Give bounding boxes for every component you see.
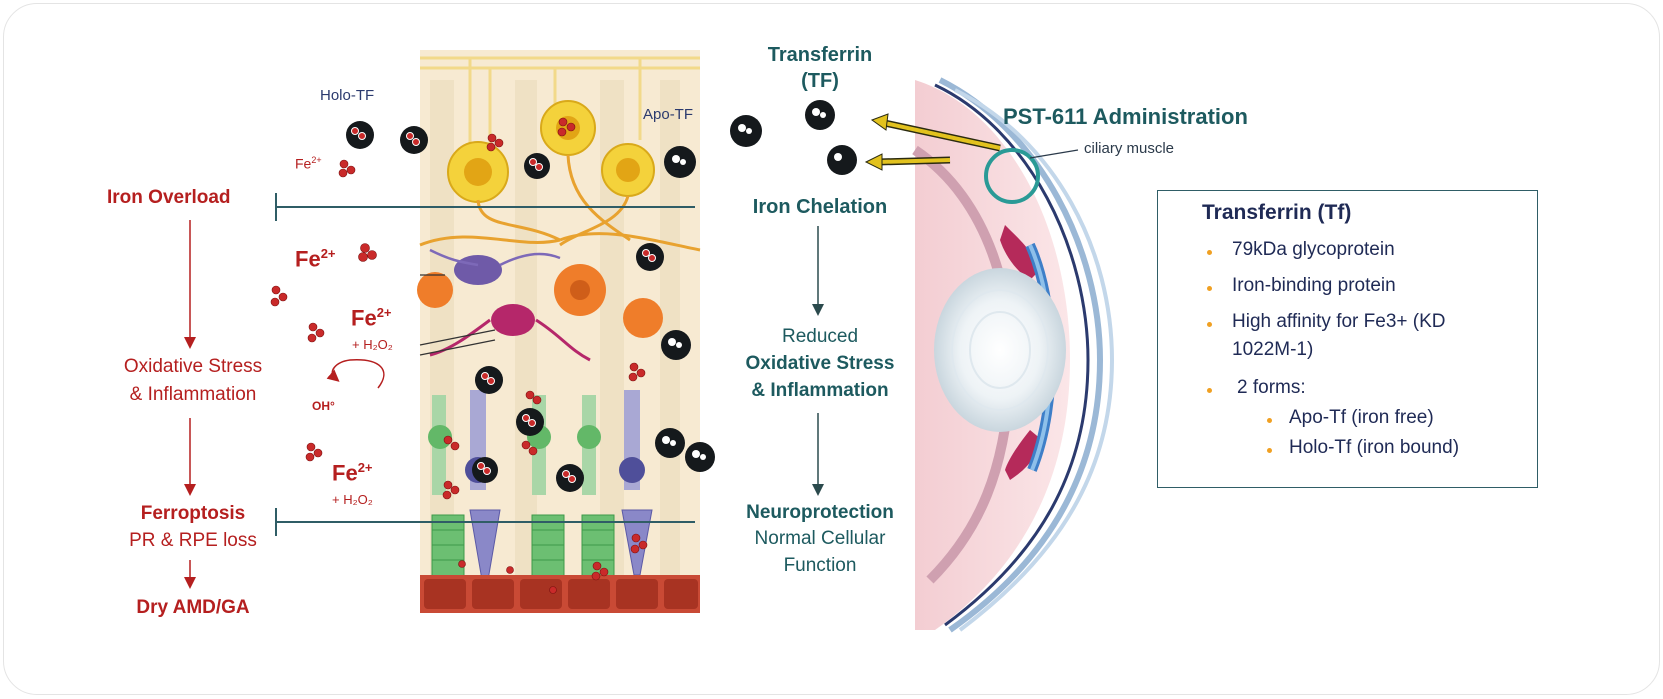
- transferrin-molecules: [346, 100, 857, 492]
- info-item-iron-binding: Iron-binding protein: [1232, 275, 1396, 296]
- transferrin-info-box: Transferrin (Tf) 79kDa glycoprotein Iron…: [1157, 190, 1538, 488]
- holo-tf-label: Holo-TF: [320, 87, 375, 104]
- bullet-icon: [1207, 286, 1212, 291]
- info-item-affinity-line1: High affinity for Fe3+ (KD: [1232, 311, 1446, 332]
- ciliary-muscle-label: ciliary muscle: [1084, 140, 1175, 157]
- reduced-oxidative-label: Oxidative Stress: [745, 353, 895, 374]
- tf-abbrev-label: (TF): [801, 70, 839, 92]
- bullet-icon: [1267, 418, 1272, 423]
- apo-tf-label: Apo-TF: [643, 106, 694, 123]
- normal-cellular-label: Normal Cellular: [754, 528, 886, 549]
- fe-label-1: Fe2+: [295, 246, 336, 272]
- function-label: Function: [783, 555, 857, 576]
- eye-illustration: [912, 77, 1115, 633]
- info-subitem-apo: Apo-Tf (iron free): [1289, 407, 1434, 428]
- bullet-icon: [1267, 448, 1272, 453]
- retina-illustration: [417, 50, 701, 613]
- ferroptosis-label: Ferroptosis: [140, 503, 246, 524]
- info-item-glycoprotein: 79kDa glycoprotein: [1232, 239, 1395, 260]
- info-item-forms: 2 forms:: [1237, 377, 1306, 398]
- iron-chelation-label: Iron Chelation: [752, 196, 888, 218]
- bullet-icon: [1207, 250, 1212, 255]
- info-subitem-holo: Holo-Tf (iron bound): [1289, 437, 1460, 458]
- hydroxyl-radical-label: OH°: [312, 399, 335, 413]
- iron-overload-label: Iron Overload: [107, 187, 231, 208]
- info-item-affinity-line2: 1022M-1): [1232, 339, 1314, 360]
- dry-amd-label: Dry AMD/GA: [136, 597, 250, 618]
- transferrin-label: Transferrin: [767, 44, 873, 66]
- h2o2-label-2: + H₂O₂: [332, 492, 373, 507]
- iron-clusters: [270, 117, 648, 594]
- pr-rpe-loss-label: PR & RPE loss: [129, 530, 257, 551]
- administration-arrows: [864, 113, 1001, 171]
- reduced-label: Reduced: [781, 326, 859, 347]
- fe-small-label: Fe2+: [295, 155, 322, 172]
- oxidative-stress-label: Oxidative Stress: [123, 356, 263, 377]
- bullet-icon: [1207, 322, 1212, 327]
- neuroprotection-label: Neuroprotection: [746, 502, 894, 523]
- fe-label-3: Fe2+: [332, 460, 373, 486]
- h2o2-label-1: + H₂O₂: [352, 337, 393, 352]
- bullet-icon: [1207, 388, 1212, 393]
- inflammation-label: & Inflammation: [129, 384, 257, 405]
- reduced-inflammation-label: & Inflammation: [751, 380, 889, 401]
- info-box-title: Transferrin (Tf): [1202, 201, 1352, 224]
- fe-label-2: Fe2+: [351, 305, 392, 331]
- administration-label: PST-611 Administration: [1003, 104, 1248, 129]
